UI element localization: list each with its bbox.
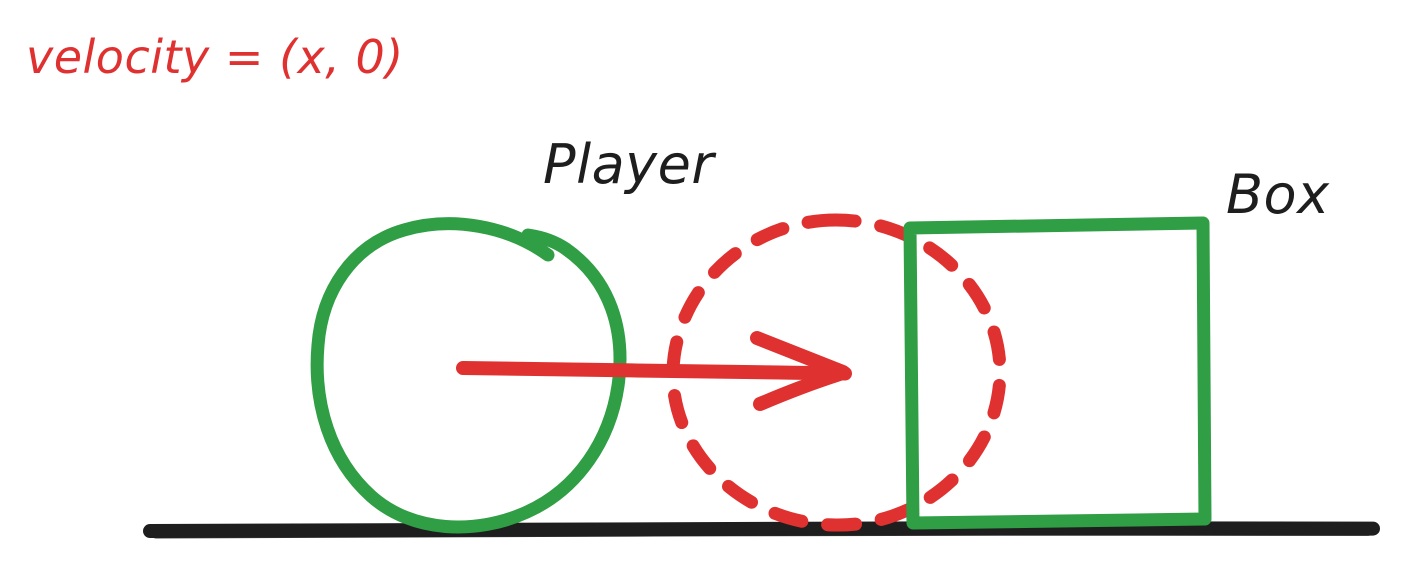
player-circle[interactable] <box>310 217 627 534</box>
velocity-formula-label: velocity = (x, 0) <box>26 30 404 84</box>
ground-line <box>143 521 1380 539</box>
box-shape[interactable] <box>903 216 1212 530</box>
box-text-label: Box <box>1226 163 1330 226</box>
player-text-label: Player <box>543 133 715 196</box>
velocity-arrow[interactable] <box>456 331 852 411</box>
player-ghost-circle[interactable] <box>666 213 1007 532</box>
